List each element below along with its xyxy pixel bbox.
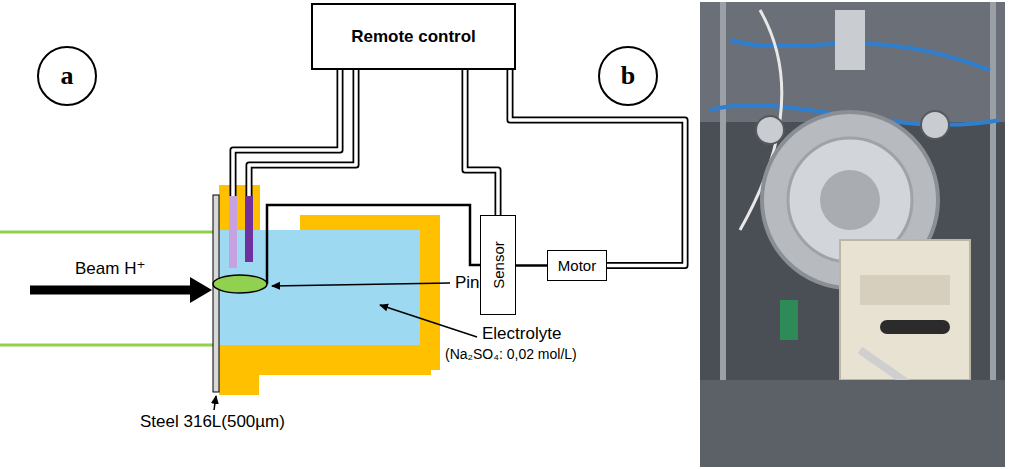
part-label: Pin xyxy=(455,273,480,293)
wire-connector xyxy=(510,70,685,266)
pin-rod xyxy=(267,205,480,284)
part-label: Steel 316L(500µm) xyxy=(140,412,285,432)
leader-line xyxy=(214,396,216,410)
panel-letter: a xyxy=(37,46,97,106)
electrode xyxy=(245,196,253,262)
node-text: a xyxy=(61,61,74,91)
wire xyxy=(249,70,356,196)
panel-letter: b xyxy=(598,46,658,106)
control-box: Remote control xyxy=(311,3,516,70)
pin xyxy=(213,275,267,293)
part-note: (Na₂SO₄: 0,02 mol/L) xyxy=(445,346,577,362)
beam-line xyxy=(0,231,213,234)
part-label: Electrolyte xyxy=(482,324,561,344)
wire-connector xyxy=(516,265,547,266)
wire-connector xyxy=(465,70,498,215)
housing-flange xyxy=(219,360,259,395)
sensor-box: Sensor xyxy=(480,215,516,315)
beam-label: Beam H⁺ xyxy=(75,258,145,279)
beam-arrow xyxy=(30,286,192,295)
beam-line xyxy=(0,344,213,347)
node-text: Motor xyxy=(558,257,596,274)
leader-line xyxy=(272,283,450,286)
leader-line xyxy=(380,305,477,337)
photo xyxy=(700,2,1005,467)
node-text: Sensor xyxy=(490,241,507,289)
steel-plate xyxy=(213,195,219,392)
motor-box: Motor xyxy=(547,250,607,281)
electrode xyxy=(229,196,237,268)
housing-tab xyxy=(219,185,260,232)
node-text: Remote control xyxy=(351,27,476,47)
wire xyxy=(249,70,356,196)
beam-arrowhead xyxy=(190,277,212,303)
node-text: b xyxy=(621,61,635,91)
